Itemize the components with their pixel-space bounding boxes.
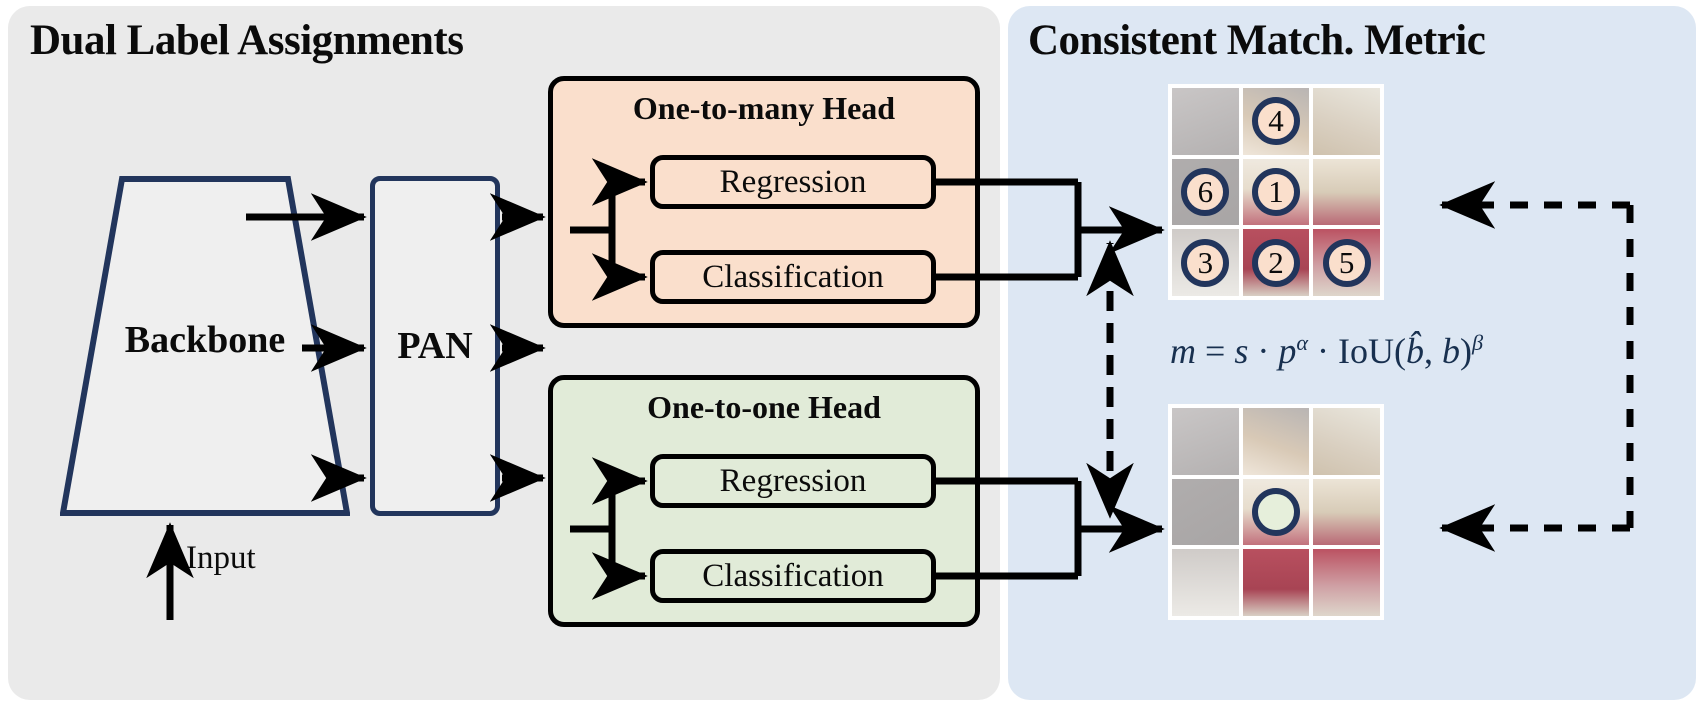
formula-beta: β: [1472, 330, 1484, 355]
formula-iou: IoU: [1338, 331, 1395, 371]
right-panel-title: Consistent Match. Metric: [1028, 17, 1486, 64]
grid-cell: [1172, 408, 1239, 475]
grid-cell: [1313, 478, 1380, 546]
left-panel-title: Dual Label Assignments: [30, 17, 464, 64]
consistent-match-metric-formula: m = s · pα · IoU(b̂, b)β: [1170, 330, 1483, 372]
grid-cell: 5: [1313, 229, 1380, 296]
assignment-marker: 6: [1181, 167, 1230, 216]
backbone-label: Backbone: [124, 319, 286, 361]
assignment-marker: 2: [1251, 238, 1300, 287]
grid-cell: [1242, 408, 1310, 475]
one-to-one-assignment-grid: [1168, 404, 1384, 620]
grid-cell: [1172, 549, 1239, 616]
formula-equals: =: [1205, 331, 1226, 371]
grid-cell: [1313, 88, 1380, 155]
formula-m: m: [1170, 331, 1196, 371]
grid-cell: [1242, 478, 1310, 546]
formula-dot-1: ·: [1257, 331, 1270, 371]
grid-cell: [1313, 549, 1380, 616]
assignment-marker-empty: [1251, 487, 1300, 536]
one-to-one-classification-box: Classification: [650, 549, 936, 603]
one-to-many-classification-box: Classification: [650, 250, 936, 304]
input-label: Input: [186, 540, 256, 576]
assignment-marker: 4: [1251, 97, 1300, 146]
grid-cell: 3: [1172, 229, 1239, 296]
pan-box: [370, 176, 500, 516]
formula-close-paren: ): [1460, 331, 1473, 371]
formula-b: b: [1442, 331, 1461, 371]
one-to-many-head-title: One-to-many Head: [632, 90, 896, 126]
one-to-many-regression-box: Regression: [650, 155, 936, 209]
grid-cell: [1172, 478, 1239, 546]
grid-cell: 4: [1242, 88, 1310, 155]
grid-cell: [1242, 549, 1310, 616]
grid-cell: [1313, 408, 1380, 475]
assignment-marker: 1: [1251, 167, 1300, 216]
pan-label: PAN: [397, 325, 473, 367]
formula-p: p: [1278, 331, 1297, 371]
backbone-shape: [60, 176, 350, 516]
grid-cell: 1: [1242, 158, 1310, 226]
grid-cell: [1313, 158, 1380, 226]
assignment-marker: 5: [1322, 238, 1371, 287]
one-to-one-head-title: One-to-one Head: [647, 389, 881, 425]
formula-alpha: α: [1296, 330, 1309, 355]
grid-cell: 6: [1172, 158, 1239, 226]
formula-dot-2: ·: [1317, 331, 1330, 371]
formula-open-paren: (: [1394, 331, 1407, 371]
grid-cell: 2: [1242, 229, 1310, 296]
formula-b-hat: b̂: [1406, 331, 1425, 371]
grid-cell: [1172, 88, 1239, 155]
formula-comma: ,: [1424, 331, 1434, 371]
assignment-marker: 3: [1181, 238, 1230, 287]
formula-s: s: [1234, 331, 1249, 371]
one-to-one-regression-box: Regression: [650, 454, 936, 508]
